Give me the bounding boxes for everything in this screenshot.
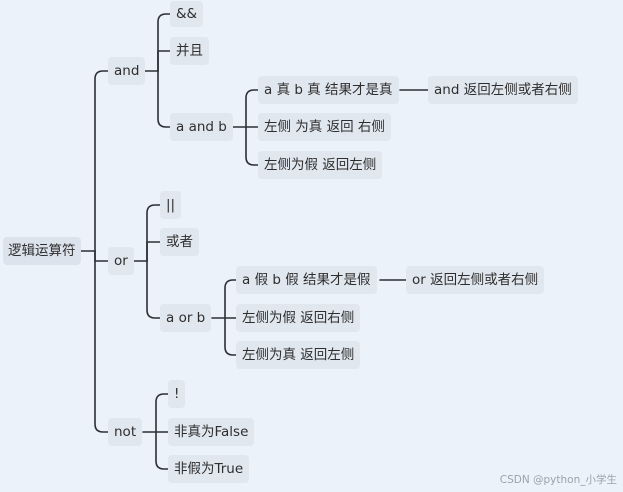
or-child-a-or-b-label: a or b bbox=[166, 310, 206, 326]
orb-rule-both-false[interactable]: a 假 b 假 结果才是假 bbox=[236, 266, 377, 294]
not-child-not-false[interactable]: 非假为True bbox=[168, 455, 250, 483]
andb-rule-left-false-label: 左侧为假 返回左侧 bbox=[264, 157, 377, 173]
link-and-c3 bbox=[157, 70, 171, 128]
link-not-c3 bbox=[155, 431, 169, 470]
orb-rule-left-false[interactable]: 左侧为假 返回右侧 bbox=[236, 304, 361, 332]
link-andb-g1 bbox=[245, 89, 259, 128]
root-node[interactable]: 逻辑运算符 bbox=[3, 237, 81, 265]
and-child-ampersand-label: && bbox=[176, 6, 198, 22]
or-child-a-or-b[interactable]: a or b bbox=[160, 304, 212, 332]
link-not-c1 bbox=[155, 393, 169, 433]
link-orb-g1 bbox=[224, 279, 237, 319]
andb-rule-left-false[interactable]: 左侧为假 返回左侧 bbox=[258, 151, 383, 179]
branch-and[interactable]: and bbox=[108, 57, 146, 85]
orb-rule-left-false-label: 左侧为假 返回右侧 bbox=[242, 310, 355, 326]
andb-rule-both-true-label: a 真 b 真 结果才是真 bbox=[264, 82, 393, 98]
branch-and-label: and bbox=[114, 63, 140, 79]
link-and-c1 bbox=[157, 13, 171, 72]
and-child-a-and-b[interactable]: a and b bbox=[170, 113, 233, 141]
and-child-bingqie[interactable]: 并且 bbox=[170, 37, 209, 65]
or-child-huozhe-label: 或者 bbox=[166, 234, 193, 250]
branch-not[interactable]: not bbox=[108, 418, 143, 446]
not-child-not-true[interactable]: 非真为False bbox=[168, 418, 255, 446]
andb-rule-left-true[interactable]: 左侧 为真 返回 右侧 bbox=[258, 113, 391, 141]
and-child-a-and-b-label: a and b bbox=[176, 119, 227, 135]
and-child-bingqie-label: 并且 bbox=[176, 43, 203, 59]
not-child-bang-label: ! bbox=[174, 386, 180, 402]
branch-or-label: or bbox=[114, 253, 128, 269]
link-root-or bbox=[94, 250, 109, 262]
or-return-note[interactable]: or 返回左侧或者右侧 bbox=[406, 266, 545, 294]
link-root-and bbox=[94, 70, 109, 252]
link-andb-g3 bbox=[245, 126, 259, 166]
andb-rule-both-true[interactable]: a 真 b 真 结果才是真 bbox=[258, 76, 399, 104]
branch-or[interactable]: or bbox=[108, 247, 134, 275]
and-return-note[interactable]: and 返回左侧或者右侧 bbox=[428, 76, 578, 104]
not-child-bang[interactable]: ! bbox=[168, 380, 186, 408]
branch-not-label: not bbox=[114, 424, 137, 440]
link-or-c3 bbox=[146, 260, 161, 319]
not-child-not-false-label: 非假为True bbox=[174, 461, 244, 477]
or-return-note-label: or 返回左侧或者右侧 bbox=[412, 272, 539, 288]
link-orb-g3 bbox=[224, 317, 237, 356]
andb-rule-left-true-label: 左侧 为真 返回 右侧 bbox=[264, 119, 385, 135]
and-return-note-label: and 返回左侧或者右侧 bbox=[434, 82, 572, 98]
or-child-huozhe[interactable]: 或者 bbox=[160, 228, 199, 256]
or-child-pipes[interactable]: || bbox=[160, 191, 182, 219]
link-or-c1 bbox=[146, 204, 161, 262]
and-child-ampersand[interactable]: && bbox=[170, 1, 204, 27]
link-root-not bbox=[94, 250, 109, 433]
orb-rule-left-true-label: 左侧为真 返回左侧 bbox=[242, 347, 355, 363]
orb-rule-left-true[interactable]: 左侧为真 返回左侧 bbox=[236, 341, 361, 369]
not-child-not-true-label: 非真为False bbox=[174, 424, 249, 440]
or-child-pipes-label: || bbox=[166, 197, 176, 213]
link-and-c2 bbox=[157, 50, 171, 72]
watermark: CSDN @python_小学生 bbox=[499, 474, 617, 486]
orb-rule-both-false-label: a 假 b 假 结果才是假 bbox=[242, 272, 371, 288]
root-label: 逻辑运算符 bbox=[8, 243, 76, 259]
link-or-c2 bbox=[146, 241, 161, 262]
